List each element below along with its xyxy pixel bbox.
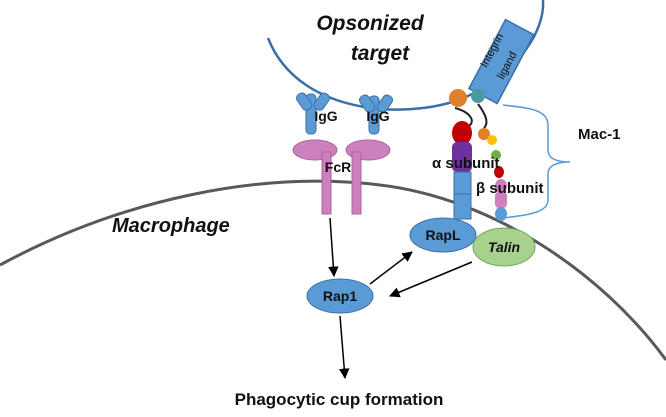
talin-label: Talin (488, 239, 520, 255)
igg-right (358, 94, 394, 135)
mac1-label: Mac-1 (578, 126, 621, 143)
arrow-fcr-to-rap1 (328, 217, 339, 278)
rapl-node (409, 217, 477, 253)
beta-subunit-label: β subunit (476, 180, 543, 197)
rap1-label: Rap1 (323, 288, 357, 304)
igg-left-label: IgG (314, 108, 337, 124)
arrow-talin-to-rap1 (389, 261, 473, 298)
igg-left (295, 92, 331, 135)
mac1-brace (502, 104, 571, 219)
macrophage-membrane (0, 179, 666, 361)
fcr-label: FcR (325, 159, 351, 175)
arrow-rap1-to-rapl (369, 251, 413, 285)
alpha-subunit (449, 89, 473, 220)
beta-subunit (471, 89, 507, 221)
alpha-subunit-label: α subunit (432, 155, 500, 172)
rapl-label: RapL (426, 227, 461, 243)
arrow-rap1-to-cup (339, 315, 350, 380)
target-label-line2: target (351, 42, 410, 65)
outcome-label: Phagocytic cup formation (235, 390, 444, 409)
macrophage-label: Macrophage (112, 215, 230, 237)
igg-right-label: IgG (366, 108, 389, 124)
target-label-line1: Opsonized (316, 12, 425, 35)
talin-node (472, 227, 536, 267)
fcr-receptor (292, 139, 391, 215)
rap1-node (306, 278, 374, 314)
